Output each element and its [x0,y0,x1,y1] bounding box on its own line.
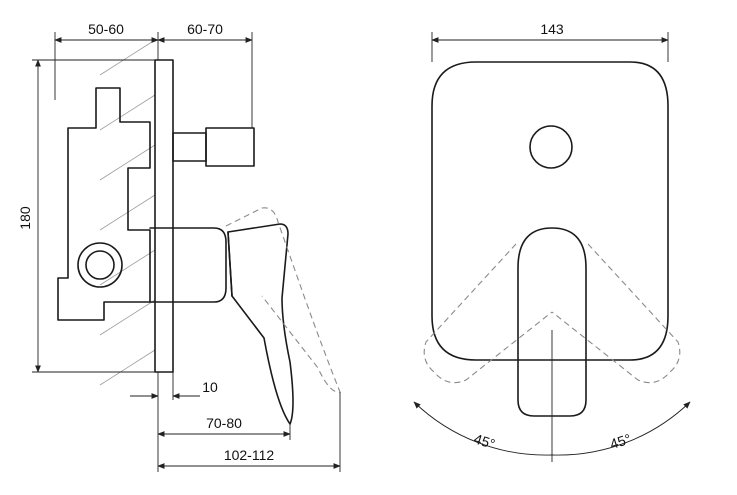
diverter-knob [529,125,573,169]
dim-label-143: 143 [540,21,564,37]
cover-plate [431,61,669,361]
connection-ring [77,242,123,288]
angle-label-left: 45° [472,430,497,452]
angle-label-right: 45° [608,430,633,452]
angle-arc-right [551,401,691,456]
side-view [57,39,341,425]
dim-label-50-60: 50-60 [88,21,124,37]
dim-label-10: 10 [202,379,218,395]
lever-handle-front [517,227,587,417]
angle-arc-left [413,401,553,456]
concealed-body [57,87,151,321]
dim-label-180: 180 [17,206,33,230]
lever-handle-rotated [225,207,341,393]
front-view-dimensions: 143 45° 45° [413,21,691,456]
outlet-pipe [172,127,255,167]
side-view-dimensions: 50-60 60-70 180 10 70-80 102-112 [17,21,341,472]
dim-label-60-70: 60-70 [187,21,223,37]
wall-plate [154,59,174,373]
dim-label-102-112: 102-112 [224,447,275,463]
wall-hatching [99,39,156,386]
front-view [423,61,681,462]
handle-rotated-right [551,243,681,384]
lever-handle [227,223,294,425]
handle-rotated-left [423,243,553,384]
valve-cartridge [149,227,227,303]
dim-label-70-80: 70-80 [206,415,242,431]
